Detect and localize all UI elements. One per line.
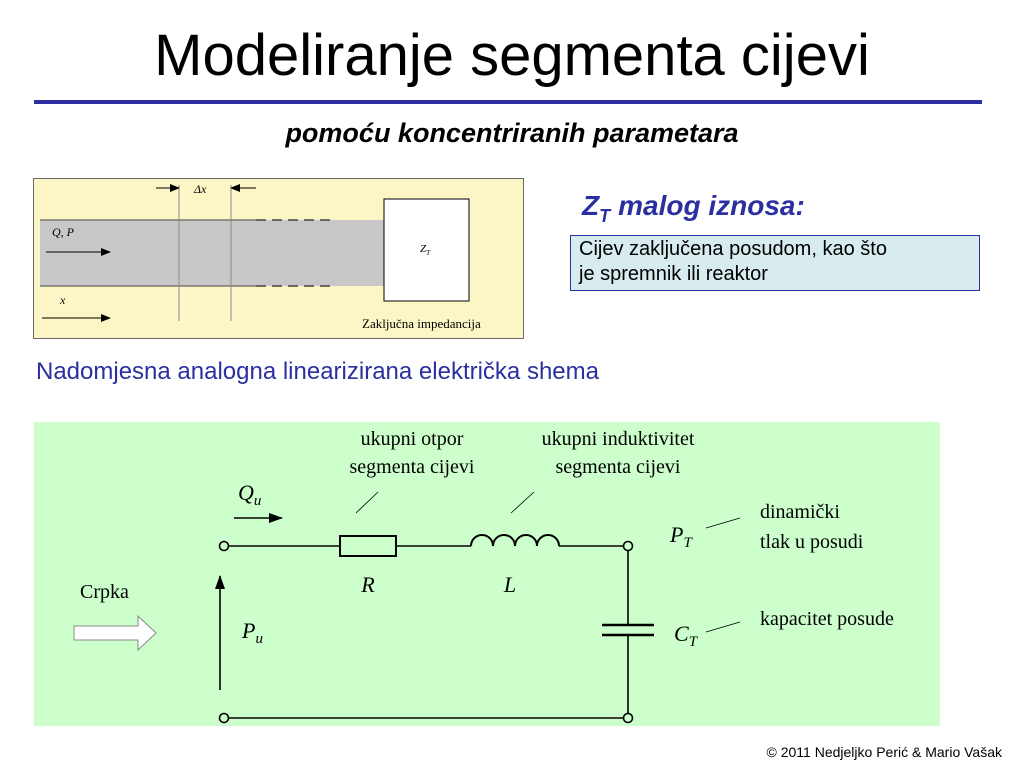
slide-subtitle: pomoću koncentriranih parametara	[285, 118, 739, 148]
inductor-leader-line	[510, 491, 535, 514]
inductor-note-line1: ukupni induktivitet	[542, 428, 695, 450]
pipe-body	[40, 220, 384, 286]
flow-label: Qu	[238, 480, 261, 509]
zt-box-label: ZT	[420, 243, 431, 257]
copyright-notice: © 2011 Nedjeljko Perić & Mario Vašak	[766, 744, 1002, 760]
resistor-symbol	[339, 535, 397, 557]
terminal-bottom-left	[218, 712, 230, 724]
pressure-label-main: P	[241, 618, 255, 643]
pt-note-line2: tlak u posudi	[760, 531, 864, 553]
zt-box-main: Z	[420, 243, 427, 255]
zt-description-line1: Cijev zaključena posudom, kao što	[579, 238, 887, 260]
ct-label: CT	[674, 621, 699, 650]
resistor-note-line1: ukupni otpor	[361, 428, 464, 450]
zt-box-sub: T	[426, 249, 431, 257]
resistor-note-line2: segmenta cijevi	[350, 456, 475, 478]
pt-label-sub: T	[683, 535, 693, 551]
inductor-symbol	[470, 534, 560, 547]
ct-leader-line	[705, 621, 741, 633]
equivalent-circuit: ukupni otpor segmenta cijevi ukupni indu…	[34, 422, 940, 726]
pt-leader-line	[705, 517, 741, 529]
pipe-segment-svg: Δx Q, P x ZT Zaključna impedancija	[40, 182, 481, 331]
ct-label-main: C	[674, 621, 689, 646]
terminal-impedance-box	[383, 198, 470, 302]
zt-description-box: Cijev zaključena posudom, kao što je spr…	[570, 235, 980, 291]
title-underline	[34, 100, 982, 104]
pressure-label: Pu	[241, 618, 263, 647]
slide-title: Modeliranje segmenta cijevi	[154, 23, 870, 88]
pressure-label-sub: u	[255, 631, 263, 647]
terminal-top-left	[218, 540, 230, 552]
flow-label-sub: u	[254, 493, 262, 509]
pt-note-line1: dinamički	[760, 501, 840, 523]
zt-heading-rest: malog iznosa:	[618, 190, 805, 221]
zt-heading-sub: T	[599, 206, 611, 226]
zt-description-line2: je spremnik ili reaktor	[579, 263, 768, 285]
pipe-segment-diagram: Δx Q, P x ZT Zaključna impedancija	[33, 178, 524, 339]
pump-label: Crpka	[80, 581, 129, 603]
resistor-leader-line	[355, 491, 379, 514]
zt-heading-main: Z	[582, 190, 600, 221]
pt-label-main: P	[669, 522, 683, 547]
circuit-section-heading: Nadomjesna analogna linearizirana elektr…	[36, 358, 599, 385]
ct-note: kapacitet posude	[760, 608, 894, 630]
delta-x-label: Δx	[193, 182, 207, 196]
pump-arrow-icon	[73, 614, 157, 652]
terminal-top-right	[622, 540, 634, 552]
flow-label: Q, P	[52, 225, 75, 239]
inductor-label: L	[503, 572, 516, 597]
equivalent-circuit-svg: ukupni otpor segmenta cijevi ukupni indu…	[73, 428, 894, 724]
terminal-bottom-right	[622, 712, 634, 724]
resistor-label: R	[360, 572, 375, 597]
flow-label-main: Q	[238, 480, 254, 505]
pt-label: PT	[669, 522, 693, 551]
terminal-impedance-caption: Zaključna impedancija	[362, 316, 481, 331]
x-label: x	[59, 293, 66, 307]
ct-label-sub: T	[689, 634, 699, 650]
inductor-note-line2: segmenta cijevi	[556, 456, 681, 478]
